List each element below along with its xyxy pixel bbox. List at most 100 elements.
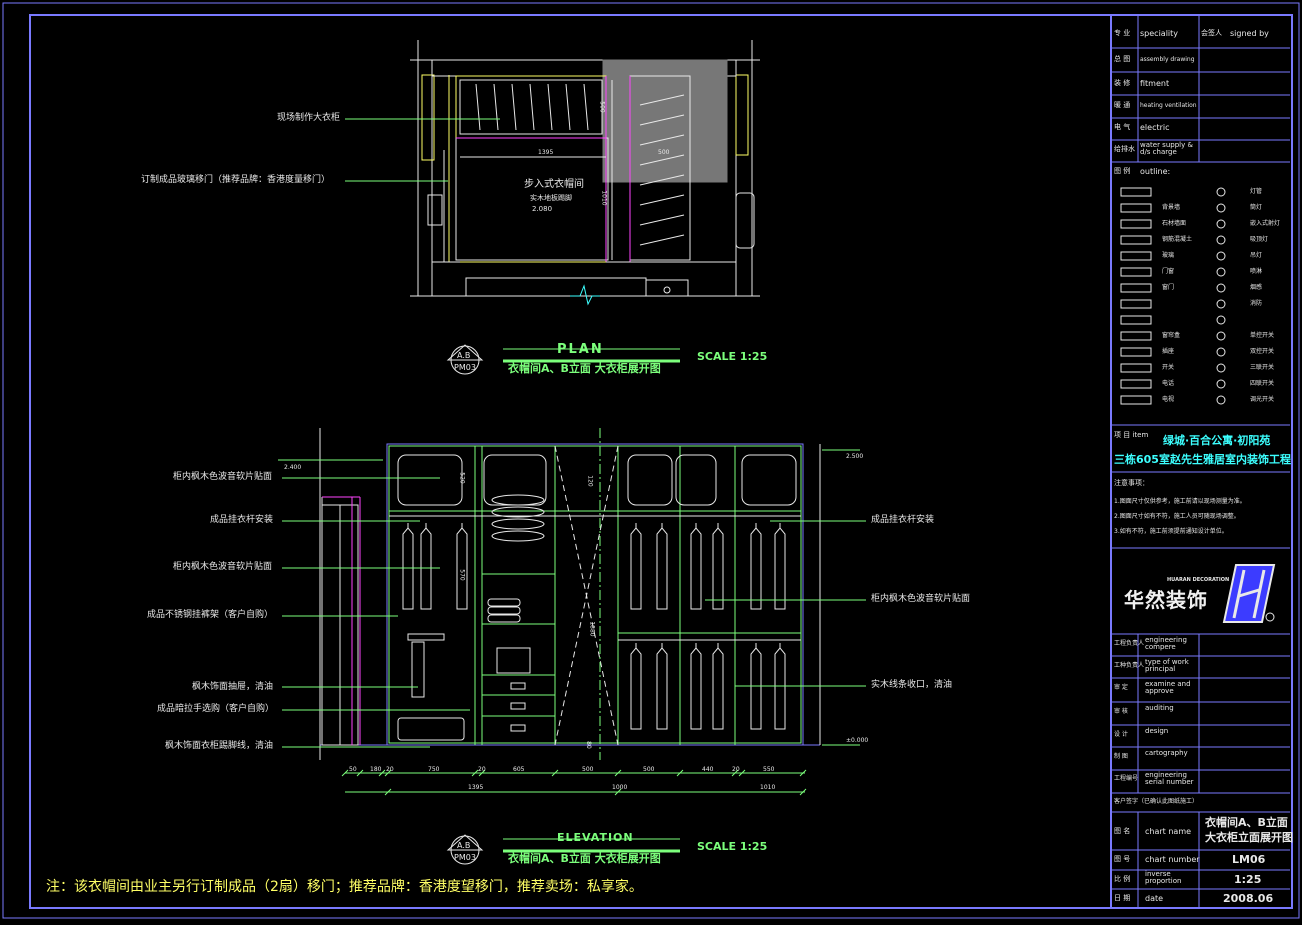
tb-role-en: examine and approve: [1145, 680, 1191, 695]
dim-tick: [614, 788, 622, 796]
bottom-dim: 605: [513, 766, 525, 773]
plan-tag-top: A.B: [457, 351, 471, 360]
legend-symbol: [1216, 219, 1226, 229]
elevation-left-callout: 成品暗拉手选购（客户自购）: [157, 704, 275, 714]
tb-discipline-en: electric: [1140, 123, 1170, 132]
hanging-garment: [420, 527, 432, 610]
elevation-right-callout: 成品挂衣杆安装: [871, 515, 935, 525]
tb-note: 1.图面尺寸仅供参考，施工前请以现场测量为准。: [1114, 498, 1246, 505]
tb-discipline-cn: 总 图: [1114, 55, 1131, 63]
tb-project-sub: 三栋605室赵先生雅居室内装饰工程: [1114, 453, 1291, 466]
legend-symbol: [1120, 267, 1152, 277]
plan-scale: SCALE 1:25: [697, 350, 768, 363]
tb-role-cn: 审 核: [1114, 708, 1128, 715]
hanging-garment: [712, 647, 724, 730]
elevation-section-tag: [446, 834, 680, 865]
plan-hanger: [639, 114, 685, 126]
tb-date-cn: 日 期: [1114, 894, 1131, 902]
plan-title: PLAN: [557, 342, 604, 357]
tb-discipline-cn: 暖 通: [1114, 101, 1131, 109]
elevation-right-callout: 实木线条收口，清油: [871, 680, 953, 690]
folded-clothes: [487, 598, 521, 607]
vertical-dim: 120: [586, 475, 594, 487]
legend-label: 吊灯: [1250, 252, 1263, 259]
tb-role-en: engineering compere: [1145, 636, 1187, 651]
legend-symbol: [1216, 283, 1226, 293]
dim-tick: [378, 769, 386, 777]
hanging-garment: [656, 527, 668, 610]
hanging-garment: [630, 527, 642, 610]
tb-chart-number-en: chart number: [1145, 855, 1200, 864]
hanging-garment: [630, 647, 642, 730]
dim-tick: [799, 769, 807, 777]
bottom-dim: 20: [386, 766, 394, 773]
storage-bag: [675, 454, 717, 506]
legend-symbol: [1216, 315, 1226, 325]
tb-project-label: 项 目 item: [1114, 431, 1149, 439]
tb-date-value: 2008.06: [1223, 892, 1274, 905]
legend-label: 四联开关: [1250, 380, 1275, 387]
tb-chart-name-cn: 图 名: [1114, 827, 1131, 835]
hanging-garment: [774, 527, 786, 610]
legend-symbol: [1216, 347, 1226, 357]
legend-symbol: [1216, 235, 1226, 245]
legend-symbol: [1120, 219, 1152, 229]
plan-dim: 500: [598, 101, 606, 113]
vertical-dim: 80: [584, 741, 592, 749]
tb-note: 2.图面尺寸如有不符，施工人员可随现场调整。: [1114, 513, 1240, 520]
storage-bag: [627, 454, 673, 506]
tb-role-cn: 工种负责人: [1114, 662, 1145, 669]
drawer-handle: [510, 702, 526, 710]
level-left: 2.400: [284, 464, 302, 471]
hanging-garment: [750, 527, 762, 610]
tb-role-en: type of work principal: [1145, 658, 1189, 673]
plan-hanger: [529, 83, 535, 131]
tb-head-en: signed by: [1230, 29, 1269, 38]
dim-tick: [551, 769, 559, 777]
level-floor: ±0.000: [846, 737, 869, 744]
dim-tick: [614, 769, 622, 777]
legend-symbol: [1120, 299, 1152, 309]
tb-role-en: engineering serial number: [1145, 771, 1194, 786]
tb-discipline-en: fitment: [1140, 79, 1170, 88]
tb-note: 3.如有不符，施工前须提前通知设计单位。: [1114, 528, 1228, 535]
level-right: 2.500: [846, 453, 864, 460]
tb-chart-number-value: LM06: [1232, 853, 1266, 866]
hanging-garment: [456, 527, 468, 610]
legend-label: 门窗: [1162, 268, 1175, 275]
tb-chart-number-cn: 图 号: [1114, 855, 1131, 863]
dim-tick: [478, 769, 486, 777]
legend-label: 石材墙面: [1162, 220, 1187, 227]
elevation-left-callout: 枫木饰面衣柜踢脚线，清油: [165, 741, 274, 751]
plan-view: [410, 40, 760, 306]
elevation-title: ELEVATION: [557, 831, 634, 844]
folded-clothes: [491, 518, 545, 530]
tb-notes-title: 注意事项：: [1114, 479, 1149, 487]
total-dim: 1395: [468, 784, 484, 791]
legend-symbol: [1120, 331, 1152, 341]
tb-date-en: date: [1145, 894, 1164, 903]
hanging-garment: [690, 527, 702, 610]
legend-label: 嵌入式射灯: [1250, 220, 1281, 227]
elevation-tag-bottom: PM03: [454, 853, 476, 862]
tb-chart-name-value: 大衣柜立面展开图: [1205, 831, 1293, 844]
plan-callout: 现场制作大衣柜: [277, 113, 341, 123]
tb-discipline-cn: 电 气: [1114, 123, 1131, 131]
drawing-footnote: 注：该衣帽间由业主另行订制成品（2扇）移门；推荐品牌：香港度望移门，推荐卖场：私…: [46, 879, 643, 895]
hanging-garment: [690, 647, 702, 730]
plan-hanger: [639, 94, 685, 106]
tb-discipline-cn: 装 修: [1114, 79, 1131, 87]
title-block-grid: [1111, 15, 1290, 908]
elevation-left-callout: 枫木饰面抽屉，清油: [192, 682, 274, 692]
plan-hanger: [565, 83, 571, 131]
tb-role-en: cartography: [1145, 749, 1188, 757]
bottom-dim: 500: [643, 766, 655, 773]
inner-frame: [29, 14, 1293, 909]
legend-label: 电话: [1162, 380, 1175, 387]
tb-role-cn: 工程编号: [1114, 775, 1139, 782]
total-dim: 1010: [760, 784, 776, 791]
legend-symbol: [1216, 395, 1226, 405]
plan-hanger: [639, 134, 685, 146]
